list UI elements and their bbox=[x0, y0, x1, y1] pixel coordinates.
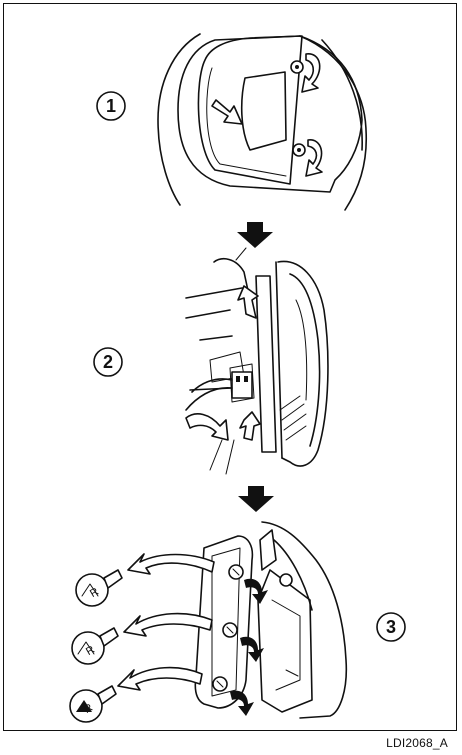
step-3-illustration: R R R 3 bbox=[70, 522, 405, 722]
step-3-number: 3 bbox=[386, 617, 396, 637]
bulb-icon: R bbox=[70, 686, 116, 722]
socket-icon bbox=[213, 677, 227, 691]
socket-icon bbox=[229, 565, 243, 579]
figure-caption: LDI2068_A bbox=[386, 736, 448, 750]
down-arrow-icon bbox=[238, 486, 274, 512]
step-1-illustration: 1 bbox=[97, 34, 366, 210]
socket-icon bbox=[223, 623, 237, 637]
step-2-number: 2 bbox=[103, 352, 113, 372]
step-2-illustration: 2 bbox=[94, 248, 328, 474]
step-1-number: 1 bbox=[106, 96, 116, 116]
down-arrow-icon bbox=[237, 222, 273, 248]
bulb-icon: R bbox=[72, 628, 118, 664]
bulb-icon: R bbox=[76, 570, 122, 606]
